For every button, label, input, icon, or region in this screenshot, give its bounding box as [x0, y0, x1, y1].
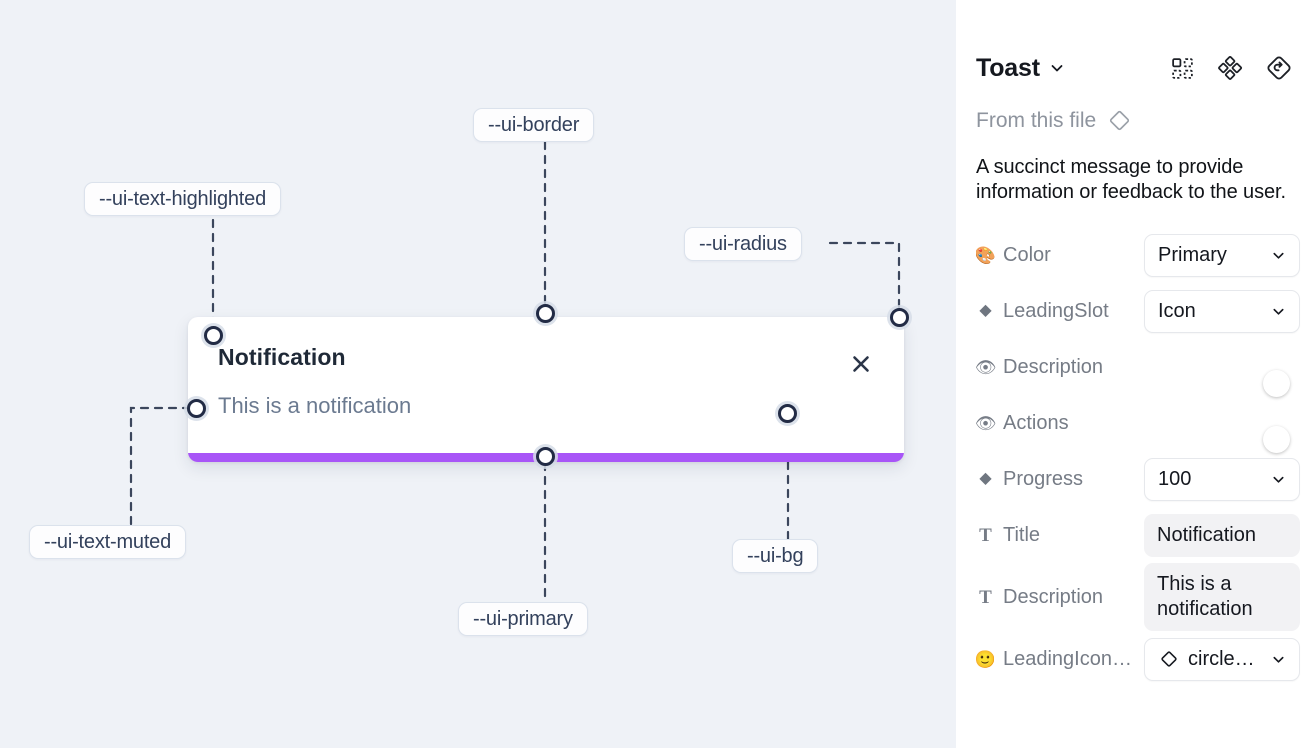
property-control-color: Primary	[1144, 233, 1300, 277]
property-row-actions-toggle: 👁 Actions	[976, 395, 1292, 453]
diamond-component-icon	[1158, 648, 1180, 670]
property-control-title: Notification	[1144, 513, 1300, 557]
leadingicon-select-value: circle…	[1188, 647, 1255, 670]
color-select-value: Primary	[1158, 243, 1227, 266]
annotation-pill-radius[interactable]: --ui-radius	[684, 227, 802, 261]
property-name: LeadingIcon…	[1003, 647, 1132, 670]
diamond-icon: ◆	[979, 302, 992, 319]
annotation-pill-text-highlighted[interactable]: --ui-text-highlighted	[84, 182, 281, 216]
toast-preview-card[interactable]: Notification This is a notification	[188, 317, 904, 462]
property-row-title: T Title Notification	[976, 507, 1300, 563]
property-name: Title	[1003, 523, 1041, 546]
annotation-pill-primary[interactable]: --ui-primary	[458, 602, 588, 636]
connector-node-primary[interactable]	[536, 447, 555, 466]
annotation-pill-border[interactable]: --ui-border	[473, 108, 595, 142]
chevron-down-icon	[1271, 248, 1286, 263]
leadingslot-select-value: Icon	[1158, 299, 1196, 322]
eye-icon: 👁	[976, 413, 997, 433]
eye-icon: 👁	[976, 357, 997, 377]
property-label-leadingslot: ◆ LeadingSlot	[976, 300, 1144, 323]
title-input[interactable]: Notification	[1144, 513, 1300, 557]
property-label-progress: ◆ Progress	[976, 468, 1144, 491]
toggle-knob	[1262, 369, 1290, 397]
variants-diamond-icon[interactable]	[1218, 55, 1243, 81]
property-row-color: 🎨 Color Primary	[976, 227, 1300, 283]
properties-panel: Toast	[956, 0, 1312, 748]
property-row-progress: ◆ Progress 100	[976, 451, 1300, 507]
property-control-description-text: This is a notification	[1144, 563, 1300, 631]
property-row-leadingslot: ◆ LeadingSlot Icon	[976, 283, 1300, 339]
panel-title: Toast	[976, 53, 1040, 82]
property-label-description-text: T Description	[976, 586, 1144, 609]
connector-node-text-muted[interactable]	[187, 399, 206, 418]
progress-select-value: 100	[1158, 467, 1192, 490]
property-control-leadingicon: circle…	[1144, 637, 1300, 681]
color-select[interactable]: Primary	[1144, 233, 1300, 277]
chevron-down-icon	[1271, 304, 1286, 319]
connector-node-bg[interactable]	[778, 404, 797, 423]
property-row-description-toggle: 👁 Description	[976, 339, 1292, 397]
panel-header-actions	[1170, 55, 1292, 81]
annotation-pill-bg[interactable]: --ui-bg	[732, 539, 819, 573]
connector-node-border[interactable]	[536, 304, 555, 323]
annotation-pill-text-muted[interactable]: --ui-text-muted	[29, 525, 187, 559]
source-row: From this file	[976, 108, 1292, 133]
close-x-icon[interactable]	[848, 351, 874, 377]
component-description: A succinct message to provide informatio…	[976, 156, 1286, 203]
component-grid-icon[interactable]	[1170, 56, 1195, 81]
property-name: Progress	[1003, 467, 1084, 490]
design-canvas[interactable]: Notification This is a notification --ui…	[0, 0, 956, 748]
diamond-component-icon[interactable]	[1107, 108, 1132, 133]
chevron-down-icon[interactable]	[1049, 60, 1065, 76]
leadingicon-select[interactable]: circle…	[1144, 637, 1300, 681]
property-name: Actions	[1003, 411, 1069, 434]
property-label-actions-toggle: 👁 Actions	[976, 412, 1144, 435]
progress-select[interactable]: 100	[1144, 457, 1300, 501]
connector-node-radius[interactable]	[890, 308, 909, 327]
toast-description: This is a notification	[218, 393, 412, 418]
chevron-down-icon	[1271, 652, 1286, 667]
chevron-down-icon	[1271, 472, 1286, 487]
property-name: LeadingSlot	[1003, 299, 1109, 322]
smiley-icon: 🙂	[976, 649, 997, 669]
leadingslot-select[interactable]: Icon	[1144, 289, 1300, 333]
toast-title: Notification	[218, 344, 346, 370]
property-label-leadingicon: 🙂 LeadingIcon…	[976, 648, 1144, 671]
diamond-icon: ◆	[979, 470, 992, 487]
property-row-leadingicon: 🙂 LeadingIcon… circle…	[976, 631, 1300, 687]
property-label-description-toggle: 👁 Description	[976, 356, 1144, 379]
connector-node-text-highlighted[interactable]	[204, 326, 223, 345]
toggle-knob	[1262, 425, 1290, 453]
panel-header: Toast	[976, 40, 1292, 96]
property-name: Description	[1003, 585, 1104, 608]
property-row-description-text: T Description This is a notification	[976, 563, 1300, 631]
property-control-progress: 100	[1144, 457, 1300, 501]
palette-icon: 🎨	[976, 245, 997, 265]
property-label-title: T Title	[976, 524, 1144, 547]
property-control-leadingslot: Icon	[1144, 289, 1300, 333]
reset-revert-icon[interactable]	[1266, 55, 1292, 81]
property-label-color: 🎨 Color	[976, 244, 1144, 267]
source-label: From this file	[976, 108, 1097, 132]
text-icon: T	[979, 586, 992, 608]
property-name: Description	[1003, 355, 1104, 378]
description-input[interactable]: This is a notification	[1144, 563, 1300, 631]
text-icon: T	[979, 524, 992, 546]
property-name: Color	[1003, 243, 1051, 266]
property-list: 🎨 Color Primary	[976, 227, 1300, 687]
